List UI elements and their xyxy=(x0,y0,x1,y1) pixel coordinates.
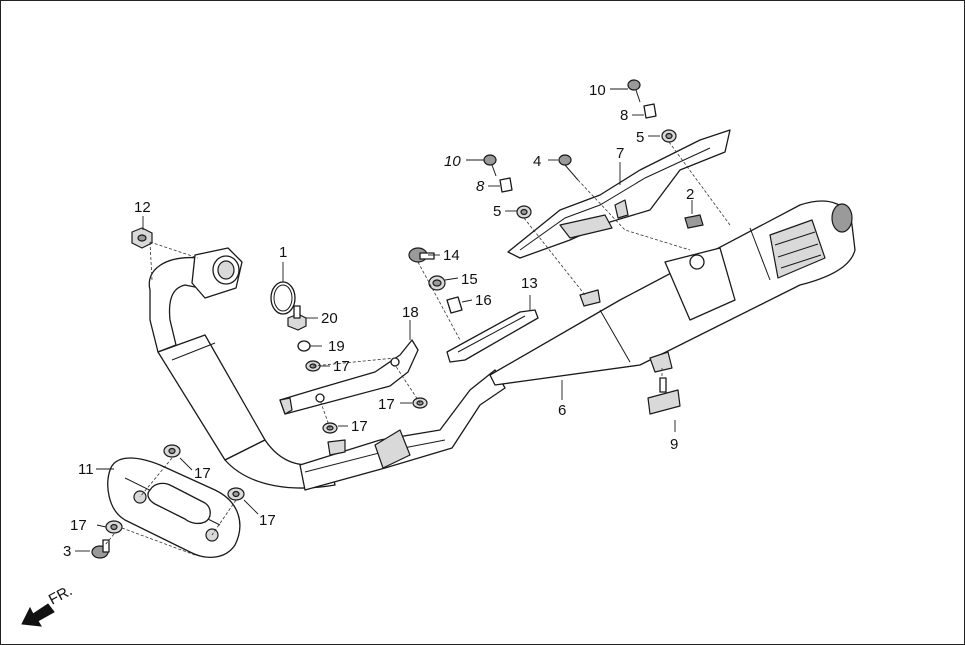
callout-11: 11 xyxy=(78,461,94,478)
callout-3: 3 xyxy=(63,543,71,560)
callout-15: 15 xyxy=(461,271,478,288)
gasket-ring-1 xyxy=(270,281,296,315)
assembly-lines xyxy=(104,141,731,556)
callout-17-a: 17 xyxy=(333,358,350,375)
callout-19: 19 xyxy=(328,338,345,355)
grommet-5-left xyxy=(516,205,532,219)
callout-14: 14 xyxy=(443,247,460,264)
nut-12 xyxy=(131,227,153,249)
callout-12: 12 xyxy=(134,199,151,216)
washer-17-e xyxy=(227,487,245,501)
callout-18: 18 xyxy=(402,304,419,321)
header-flange xyxy=(191,247,243,299)
collar-16 xyxy=(446,296,463,314)
callout-17-f: 17 xyxy=(70,517,87,534)
bolt-3 xyxy=(91,539,110,559)
callout-17-e: 17 xyxy=(259,512,276,529)
washer-17-f xyxy=(105,520,123,534)
callout-5-right: 5 xyxy=(636,129,644,146)
callout-1: 1 xyxy=(279,244,287,261)
bracket-18 xyxy=(279,339,419,415)
callout-10-left: 10 xyxy=(444,153,461,170)
bolt-10-right xyxy=(627,79,641,103)
leader-lines xyxy=(75,88,693,552)
callout-8-left: 8 xyxy=(476,178,485,195)
callout-17-d: 17 xyxy=(194,465,211,482)
collar-8-right xyxy=(643,103,657,119)
bolt-20 xyxy=(287,305,307,331)
muffler xyxy=(489,200,856,386)
header-pipe xyxy=(148,256,506,491)
callout-8-right: 8 xyxy=(620,107,628,124)
front-direction-label: FR. xyxy=(46,582,75,608)
callout-10-right: 10 xyxy=(589,82,606,99)
callout-7: 7 xyxy=(616,145,624,162)
grommet-15 xyxy=(428,275,446,291)
bolt-14 xyxy=(408,247,435,263)
heat-shield-upper xyxy=(507,129,731,259)
clip-2 xyxy=(684,214,704,229)
damper-9 xyxy=(647,377,681,415)
callout-16: 16 xyxy=(475,292,492,309)
callout-13: 13 xyxy=(521,275,538,292)
bolt-10-left xyxy=(483,154,497,177)
callout-17-c: 17 xyxy=(351,418,368,435)
front-direction-arrow-icon xyxy=(21,603,55,627)
callout-2: 2 xyxy=(686,186,694,203)
heat-shield-lower xyxy=(107,457,241,558)
collar-8-left xyxy=(499,177,513,193)
grommet-5-right xyxy=(661,129,677,143)
washer-17-d xyxy=(163,444,181,458)
callout-17-b: 17 xyxy=(378,396,395,413)
callout-5-left: 5 xyxy=(493,203,501,220)
washer-19 xyxy=(297,340,311,352)
gasket-13 xyxy=(446,309,539,363)
callout-9: 9 xyxy=(670,436,678,453)
callout-6: 6 xyxy=(558,402,566,419)
callout-4: 4 xyxy=(533,153,541,170)
callout-20: 20 xyxy=(321,310,338,327)
bolt-4 xyxy=(558,154,579,181)
